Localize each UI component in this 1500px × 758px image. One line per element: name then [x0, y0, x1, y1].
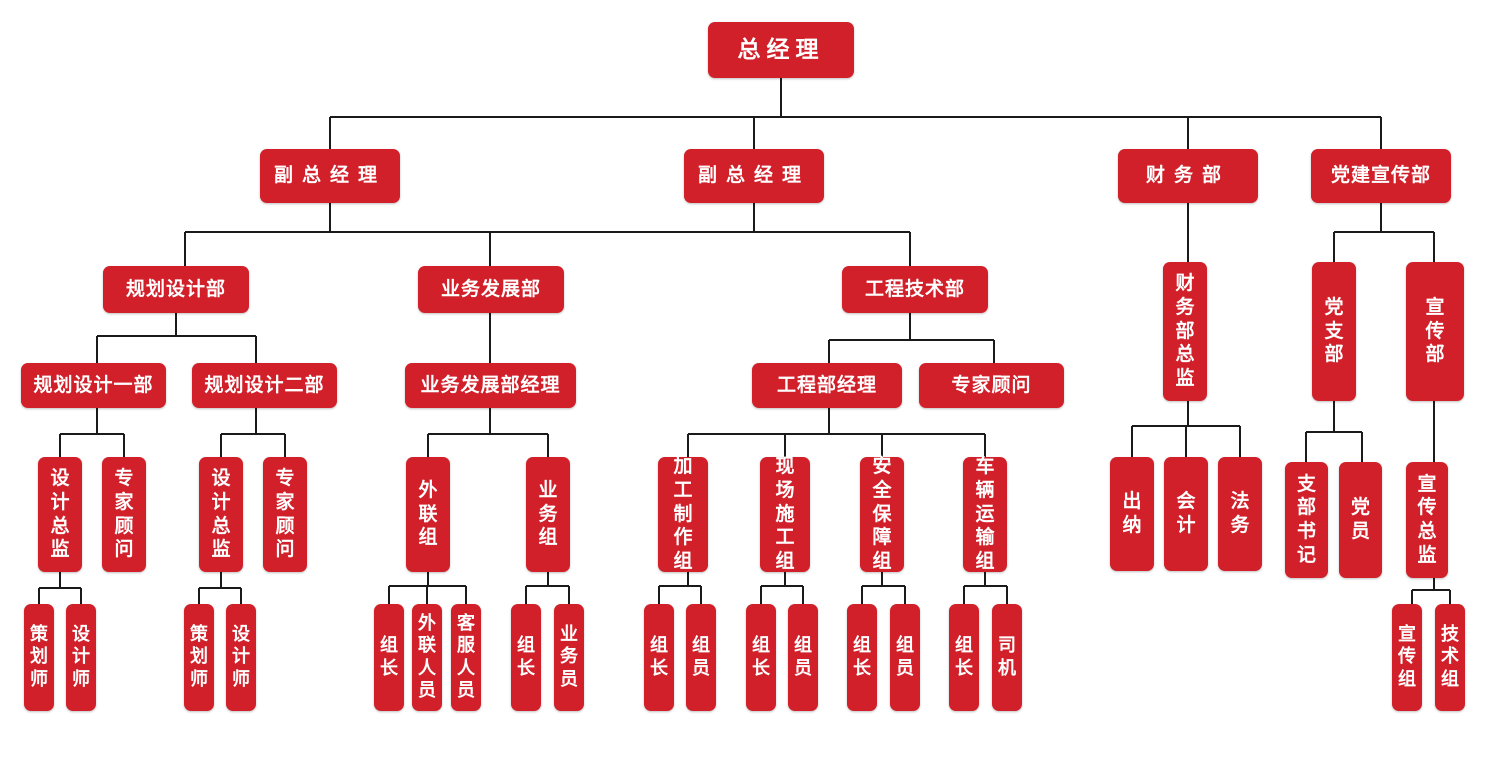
- branch-secretary-node: 支 部 书 记: [1285, 462, 1328, 578]
- publicity-dept-node: 宣 传 部: [1406, 262, 1464, 401]
- expert-advisor-2-node: 专 家 顾 问: [263, 457, 307, 572]
- safety-group-node: 安 全 保 障 组: [860, 455, 904, 572]
- party-branch-node: 党 支 部: [1312, 262, 1356, 401]
- site-leader-node: 组 长: [746, 604, 776, 711]
- planner-1-node: 策 划 师: [24, 604, 54, 711]
- accounting-node: 会 计: [1164, 457, 1208, 571]
- processing-group-node: 加 工 制 作 组: [658, 455, 708, 572]
- deputy-gm-2-node: 副总经理: [684, 149, 824, 203]
- engineering-manager-node: 工程部经理: [752, 363, 902, 408]
- customer-service-node: 客 服 人 员: [451, 604, 481, 711]
- site-member-node: 组 员: [788, 604, 818, 711]
- legal-node: 法 务: [1218, 457, 1262, 571]
- external-leader-node: 组 长: [374, 604, 404, 711]
- planning-design-1-node: 规划设计一部: [21, 363, 166, 408]
- design-director-2-node: 设 计 总 监: [199, 457, 243, 572]
- planner-2-node: 策 划 师: [184, 604, 214, 711]
- vehicle-transport-group-node: 车 辆 运 输 组: [963, 455, 1007, 572]
- design-director-1-node: 设 计 总 监: [38, 457, 82, 572]
- designer-2-node: 设 计 师: [226, 604, 256, 711]
- planning-design-2-node: 规划设计二部: [192, 363, 337, 408]
- party-member-node: 党 员: [1339, 462, 1382, 578]
- processing-leader-node: 组 长: [644, 604, 674, 711]
- sales-group-node: 业 务 组: [526, 457, 570, 572]
- party-publicity-dept-node: 党建宣传部: [1311, 149, 1451, 203]
- processing-member-node: 组 员: [686, 604, 716, 711]
- finance-dept-node: 财务部: [1118, 149, 1258, 203]
- site-construction-group-node: 现 场 施 工 组: [760, 455, 810, 572]
- publicity-group-node: 宣 传 组: [1392, 604, 1422, 711]
- vehicle-leader-node: 组 长: [949, 604, 979, 711]
- planning-design-dept-node: 规划设计部: [103, 266, 249, 313]
- salesperson-node: 业 务 员: [554, 604, 584, 711]
- external-staff-node: 外 联 人 员: [412, 604, 442, 711]
- business-dev-manager-node: 业务发展部经理: [405, 363, 576, 408]
- tech-group-node: 技 术 组: [1435, 604, 1465, 711]
- engineering-expert-node: 专家顾问: [919, 363, 1064, 408]
- engineering-tech-dept-node: 工程技术部: [842, 266, 988, 313]
- finance-director-node: 财 务 部 总 监: [1163, 262, 1207, 401]
- safety-leader-node: 组 长: [847, 604, 877, 711]
- expert-advisor-1-node: 专 家 顾 问: [102, 457, 146, 572]
- general-manager-node: 总经理: [708, 22, 854, 78]
- business-dev-dept-node: 业务发展部: [418, 266, 564, 313]
- designer-1-node: 设 计 师: [66, 604, 96, 711]
- cashier-node: 出 纳: [1110, 457, 1154, 571]
- publicity-director-node: 宣 传 总 监: [1406, 462, 1448, 578]
- deputy-gm-1-node: 副总经理: [260, 149, 400, 203]
- sales-leader-node: 组 长: [511, 604, 541, 711]
- safety-member-node: 组 员: [890, 604, 920, 711]
- external-relations-group-node: 外 联 组: [406, 457, 450, 572]
- driver-node: 司 机: [992, 604, 1022, 711]
